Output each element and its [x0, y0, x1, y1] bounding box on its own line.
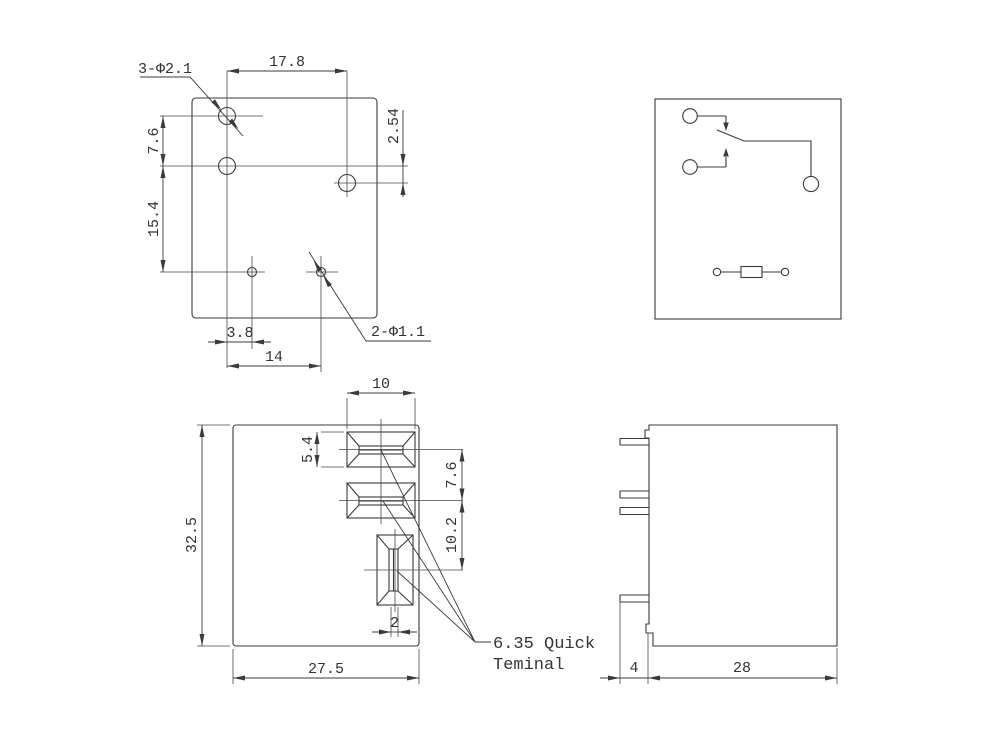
bottom-view-outline: [191, 97, 378, 319]
blade-terminal-bottom: [619, 594, 649, 603]
hole-callout-large-label: 3-Φ2.1: [138, 61, 192, 78]
terminal-note-line2: Teminal: [493, 656, 564, 675]
no-contact-arrow: [723, 148, 729, 157]
dim-body-width-label: 27.5: [308, 661, 344, 678]
contact-terminal-common: [802, 175, 820, 193]
extension-lines: [197, 398, 420, 684]
dim-top-width-label: 17.8: [269, 54, 305, 71]
leader-line: [140, 76, 244, 137]
dim-left-upper-label: 7.6: [146, 127, 163, 154]
coil-terminal-right: [780, 267, 790, 277]
leader-arrow: [313, 260, 323, 273]
leader-line: [380, 449, 491, 643]
nc-contact-arrow: [723, 122, 729, 131]
no-contact-wire: [697, 157, 727, 168]
leader-arrow: [211, 99, 222, 110]
dim-blade-thickness-label: 2: [390, 615, 399, 632]
schematic-outline: [654, 98, 842, 320]
bottom-view: 3-Φ2.1 17.8 7.6 15.4 2.54 3.8 14 2-Φ1.1: [138, 54, 431, 372]
schematic-view: [654, 98, 842, 320]
dim-gap-lower-label: 10.2: [444, 517, 461, 553]
leader-arrow: [323, 275, 332, 288]
dim-body-height-label: 32.5: [184, 517, 201, 553]
contact-terminal-nc: [682, 108, 698, 124]
coil-symbol: [740, 265, 763, 279]
blade-terminal-mid-lower: [619, 506, 649, 516]
dim-slot-height-label: 5.4: [300, 436, 317, 463]
terminal-note-line1: 6.35 Quick: [493, 635, 595, 654]
dim-terminal-length-label: 4: [629, 660, 638, 677]
dim-bottom-offset-label: 3.8: [226, 325, 253, 342]
front-view: 10 5.4 7.6 10.2 32.5 2 27.5 6.35 Quick T…: [184, 376, 595, 684]
hole-callout-small-label: 2-Φ1.1: [371, 324, 425, 341]
dim-left-lower-label: 15.4: [146, 201, 163, 237]
switch-blade: [716, 129, 812, 177]
side-view-outline: [644, 424, 838, 647]
blade-terminal-mid-upper: [619, 490, 649, 499]
dim-pitch-right-label: 2.54: [386, 108, 403, 144]
leader-arrow: [228, 118, 239, 129]
nc-contact-wire: [697, 115, 727, 123]
contact-terminal-no: [682, 159, 698, 175]
coil-terminal-left: [712, 267, 722, 277]
dim-body-depth-label: 28: [733, 660, 751, 677]
dim-gap-upper-label: 7.6: [444, 461, 461, 488]
dim-slot-width-label: 10: [372, 376, 390, 393]
front-view-outline: [232, 424, 420, 647]
blade-terminal-top: [619, 437, 649, 446]
dim-bottom-span-label: 14: [265, 349, 283, 366]
side-view: 4 28: [600, 424, 838, 684]
center-lines: [339, 419, 463, 612]
